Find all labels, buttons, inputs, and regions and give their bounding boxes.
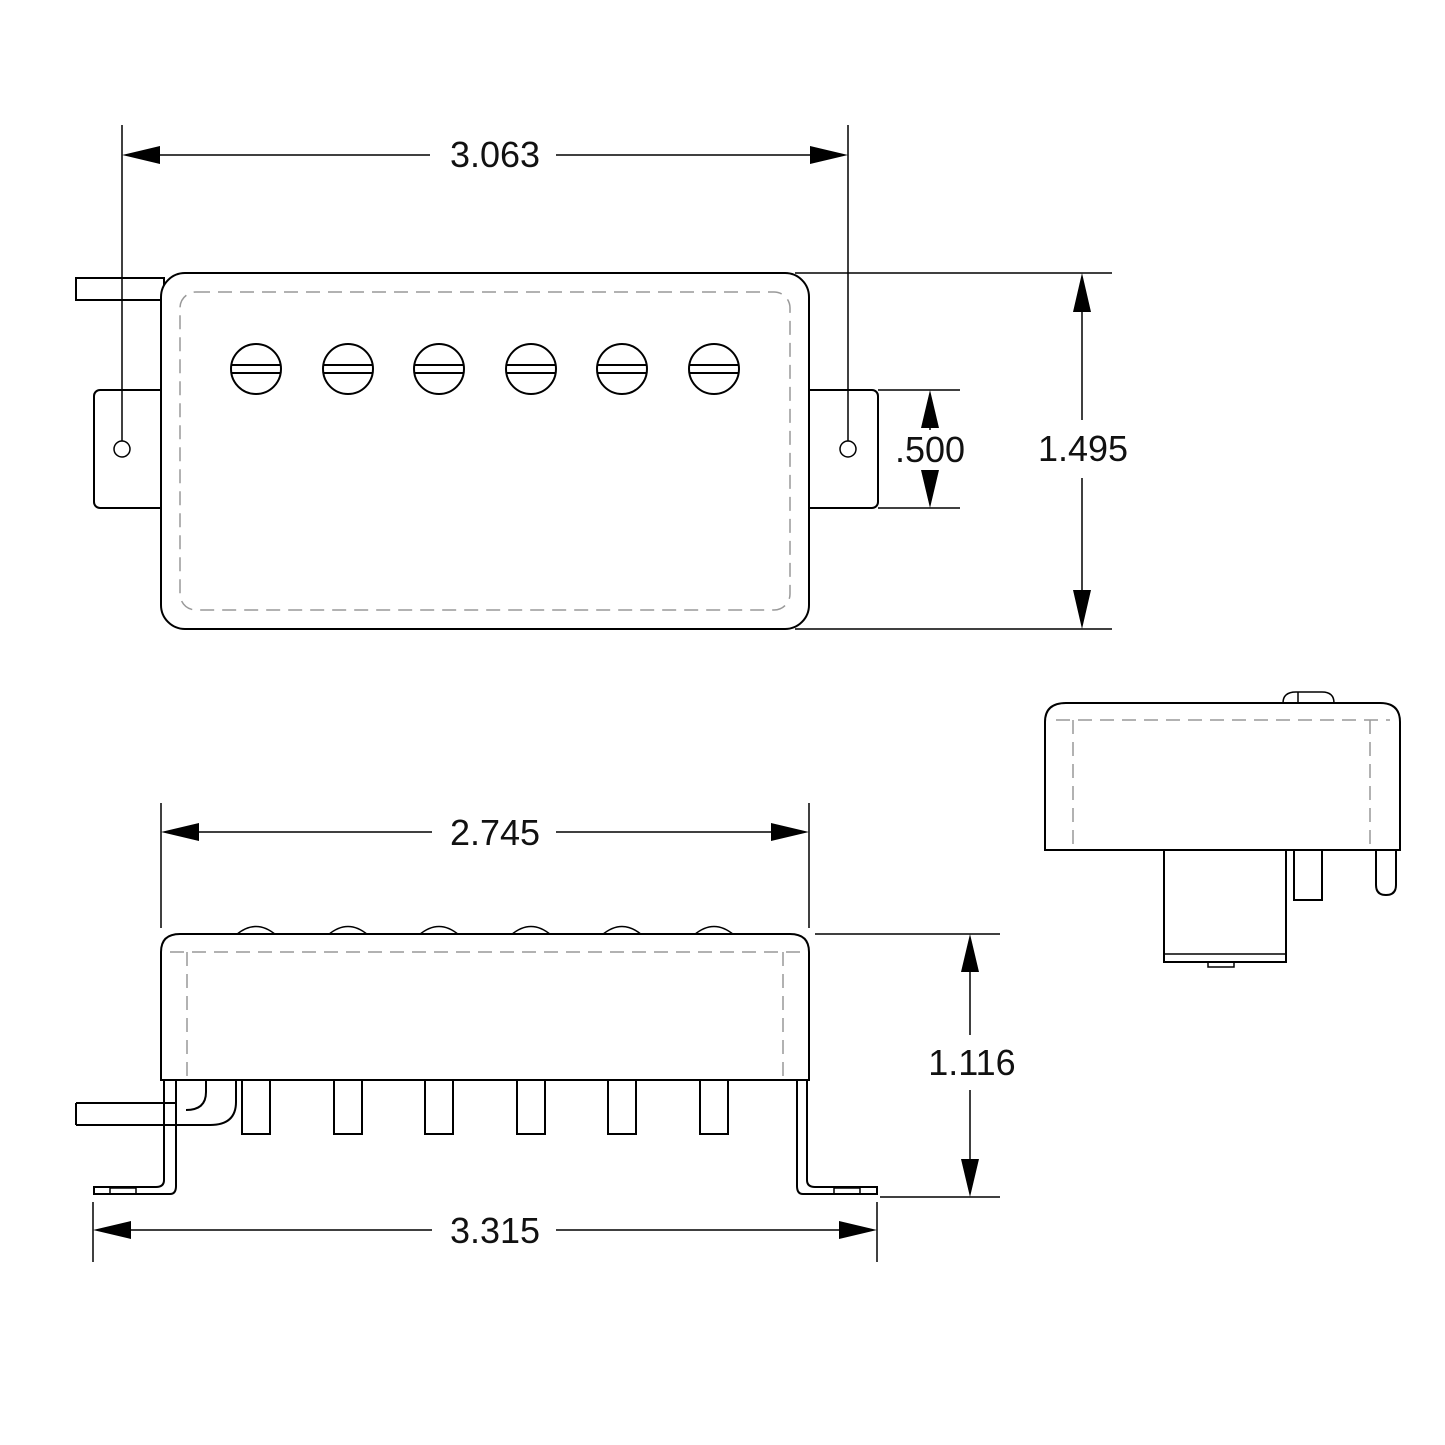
dimension-label-front-width: 2.745 xyxy=(450,812,540,853)
side-lead-wire xyxy=(1375,849,1397,897)
dimension-label-front-height: 1.116 xyxy=(928,1042,1015,1083)
pole-screw xyxy=(322,343,374,395)
front-lead-bend xyxy=(185,1080,207,1111)
pole-piece xyxy=(699,1079,729,1135)
front-view xyxy=(75,925,878,1195)
top-cover-hidden-line xyxy=(179,291,791,611)
pole-head xyxy=(510,925,552,936)
dimension-label-top-width: 3.063 xyxy=(450,134,540,175)
pole-screw xyxy=(230,343,282,395)
pole-piece xyxy=(241,1079,271,1135)
dimension-top-width: 3.063 xyxy=(121,125,849,441)
side-pole-piece xyxy=(1293,849,1323,901)
pole-screw xyxy=(505,343,557,395)
top-cover-outline xyxy=(160,272,810,630)
pole-head xyxy=(235,925,277,936)
dimension-front-height: 1.116 xyxy=(815,933,1016,1198)
dimension-front-overall-width: 3.315 xyxy=(92,1202,878,1262)
dimension-label-top-height: 1.495 xyxy=(1038,428,1128,469)
pole-screw xyxy=(413,343,465,395)
pole-head xyxy=(693,925,735,936)
side-screw-head xyxy=(1282,691,1335,704)
front-left-bracket xyxy=(93,1080,177,1195)
dimension-mount-spacing: .500 xyxy=(878,389,972,509)
top-view xyxy=(75,272,879,630)
front-cover-outline xyxy=(160,933,810,1081)
pole-head xyxy=(418,925,460,936)
pole-piece xyxy=(424,1079,454,1135)
dimension-top-height: 1.495 xyxy=(795,272,1128,630)
dimension-label-front-overall-width: 3.315 xyxy=(450,1210,540,1251)
dimension-label-mount-spacing: .500 xyxy=(895,429,965,470)
pole-piece xyxy=(516,1079,546,1135)
top-lead-wire xyxy=(75,277,165,301)
pole-screws xyxy=(230,343,740,395)
pole-screw xyxy=(688,343,740,395)
pole-head xyxy=(601,925,643,936)
front-right-bracket xyxy=(796,1080,878,1195)
pole-piece xyxy=(607,1079,637,1135)
pole-screw xyxy=(596,343,648,395)
pole-piece xyxy=(333,1079,363,1135)
side-cover-outline xyxy=(1044,702,1401,851)
side-view xyxy=(1044,691,1401,968)
pole-head xyxy=(327,925,369,936)
side-base-plate xyxy=(1163,849,1287,963)
dimension-front-width: 2.745 xyxy=(160,803,810,928)
